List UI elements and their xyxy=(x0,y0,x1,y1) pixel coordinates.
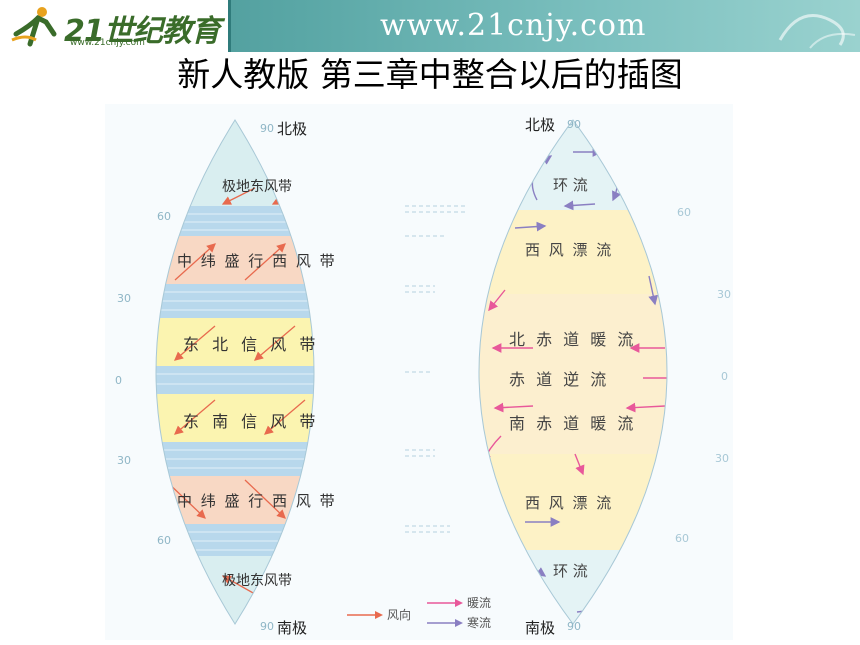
logo-text: 21世纪教育 xyxy=(64,14,221,49)
lat-label-right-60-n: 60 xyxy=(677,206,691,219)
atlas-figure xyxy=(105,104,733,640)
current-north-equatorial: 北 赤 道 暖 流 xyxy=(509,330,637,349)
lat-label-right-90-top: 90 xyxy=(567,118,581,131)
wind-belt-ne-trade: 东 北 信 风 带 xyxy=(183,335,320,354)
legend: 风向 暖流 寒流 xyxy=(345,596,515,638)
figure-labels: 90 北极 极地东风带 60 中 纬 盛 行 西 风 带 30 东 北 信 风 … xyxy=(105,104,733,640)
lat-label-right-60-s: 60 xyxy=(675,532,689,545)
lat-label-left-60-s: 60 xyxy=(157,534,171,547)
cold-current-legend-icon xyxy=(427,619,463,627)
lat-label-left-90-top: 90 xyxy=(260,122,274,135)
right-south-pole-label: 南极 xyxy=(525,619,556,637)
warm-current-legend-icon xyxy=(427,599,463,607)
lat-label-right-90-bottom: 90 xyxy=(567,620,581,633)
lat-label-left-90-bottom: 90 xyxy=(260,620,274,633)
left-north-pole-label: 北极 xyxy=(277,120,308,138)
wind-belt-polar-south: 极地东风带 xyxy=(222,573,292,589)
current-circulation-north: 环 流 xyxy=(553,176,588,194)
lat-label-left-0: 0 xyxy=(115,374,122,387)
site-url[interactable]: www.21cnjy.com xyxy=(380,8,647,43)
lat-label-right-30-s: 30 xyxy=(715,452,729,465)
page-title: 新人教版 第三章中整合以后的插图 xyxy=(177,55,683,94)
lat-label-left-30-s: 30 xyxy=(117,454,131,467)
header-banner: 21世纪教育 www.21cnjy.com www.21cnjy.com xyxy=(0,0,860,52)
ocean-current-globe xyxy=(479,120,667,624)
lat-label-right-30-n: 30 xyxy=(717,288,731,301)
current-west-wind-drift-south: 西 风 漂 流 xyxy=(525,494,614,512)
site-logo[interactable]: 21世纪教育 www.21cnjy.com xyxy=(0,0,231,52)
lat-label-left-30-n: 30 xyxy=(117,292,131,305)
current-west-wind-drift-north: 西 风 漂 流 xyxy=(525,241,614,259)
logo-subtext: www.21cnjy.com xyxy=(70,38,145,48)
current-circulation-south: 环 流 xyxy=(553,562,588,580)
current-south-equatorial: 南 赤 道 暖 流 xyxy=(509,414,637,433)
wind-belt-westerly-south: 中 纬 盛 行 西 风 带 xyxy=(177,492,337,510)
wind-belt-polar-north: 极地东风带 xyxy=(222,179,292,195)
legend-wind-label: 风向 xyxy=(387,608,412,622)
wind-belt-westerly-north: 中 纬 盛 行 西 风 带 xyxy=(177,252,337,270)
lat-label-right-0: 0 xyxy=(721,370,728,383)
runner-logo-icon xyxy=(11,7,57,47)
lat-label-left-60-n: 60 xyxy=(157,210,171,223)
wind-belt-se-trade: 东 南 信 风 带 xyxy=(183,412,320,431)
right-north-pole-label: 北极 xyxy=(525,116,556,134)
wind-arrow-legend-icon xyxy=(347,611,383,619)
legend-warm-label: 暖流 xyxy=(467,596,492,610)
left-south-pole-label: 南极 xyxy=(277,619,308,637)
legend-cold-label: 寒流 xyxy=(467,616,492,630)
decorative-swirl-icon xyxy=(778,14,856,49)
current-equatorial-counter: 赤 道 逆 流 xyxy=(509,370,610,389)
